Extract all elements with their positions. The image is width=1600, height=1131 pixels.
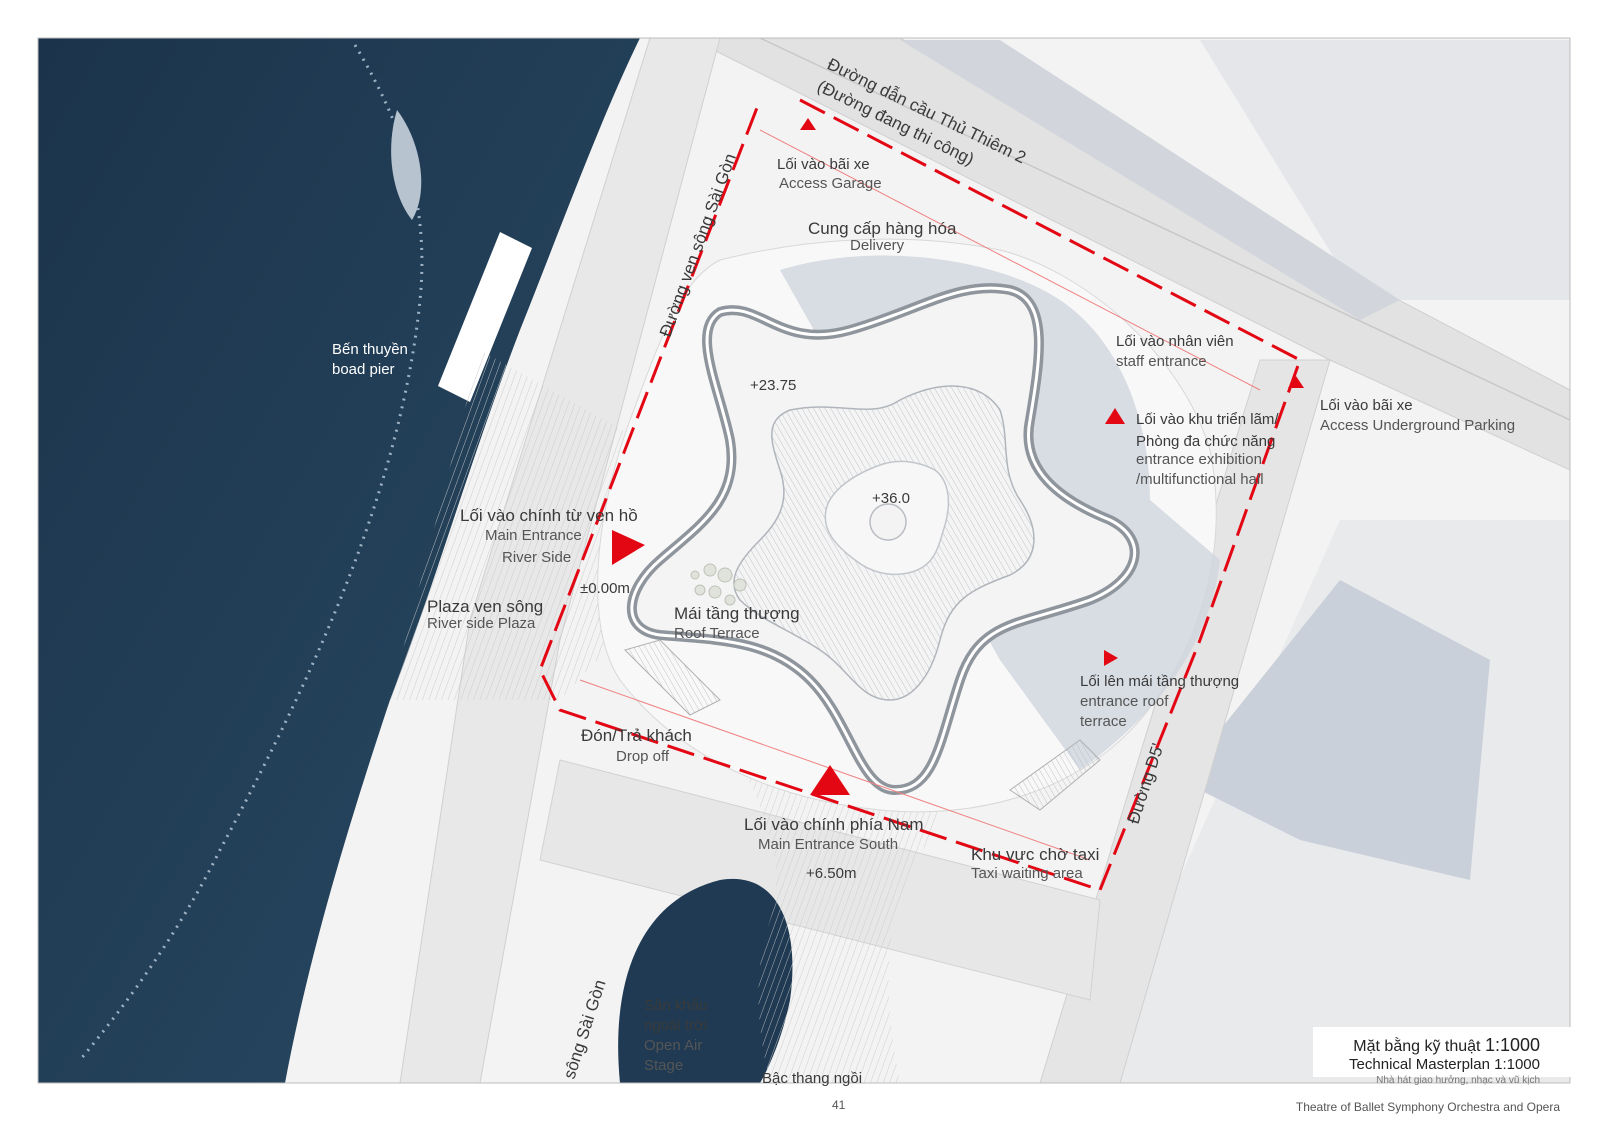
boat-route [78, 44, 424, 1061]
bridge-road-line [759, 38, 1570, 421]
pier-label-vn: Bến thuyền [332, 341, 408, 358]
ground-elevation: ±0.00m [580, 580, 630, 597]
main-south-label-en: Main Entrance South [758, 836, 898, 853]
stairs-se [1009, 739, 1101, 811]
south-elevation: +6.50m [806, 865, 856, 882]
drawing-title-vn-text: Mặt bằng kỹ thuật [1353, 1038, 1481, 1055]
roof-top-dome [869, 503, 907, 541]
delivery-label-en: Delivery [850, 237, 905, 254]
entrance-arrow-south [810, 765, 850, 795]
drawing-scale: 1:1000 [1484, 1035, 1540, 1055]
pond-water [618, 878, 793, 1083]
main-river-label-vn: Lối vào chính từ ven hồ [460, 506, 638, 525]
drawing-title-block: Mặt bằng kỹ thuật 1:1000 Technical Maste… [1300, 1035, 1540, 1086]
roof-star-outer-edge [630, 286, 1137, 792]
exhibit-label-en2: /multifunctional hall [1136, 471, 1264, 488]
main-river-label-en1: Main Entrance [485, 527, 582, 544]
bridge-road [689, 38, 1570, 471]
entrance-arrow-underground [1288, 376, 1304, 388]
main-south-label-vn: Lối vào chính phía Nam [744, 815, 924, 834]
roof-label-en: Roof Terrace [674, 625, 760, 642]
top-elevation: +36.0 [872, 490, 910, 507]
exhibit-label-en1: entrance exhibition [1136, 451, 1262, 468]
title-box-background [1313, 1027, 1571, 1077]
building-shadow-e [1180, 580, 1490, 880]
bridge-shadow [900, 40, 1400, 320]
roof-access-label-en2: terrace [1080, 713, 1127, 730]
staff-label-vn: Lối vào nhân viên [1116, 333, 1234, 350]
roof-access-label-vn: Lối lên mái tầng thượng [1080, 673, 1239, 690]
project-name-en: Theatre of Ballet Symphony Orchestra and… [1295, 1100, 1560, 1114]
plaza-label-vn: Plaza ven sông [427, 597, 543, 616]
drawing-title-en: Technical Masterplan 1:1000 [1349, 1056, 1540, 1073]
underground-label-en: Access Underground Parking [1320, 417, 1515, 434]
dropoff-label-vn: Đón/Trả khách [581, 726, 692, 745]
taxi-label-vn: Khu vực chờ taxi [971, 845, 1099, 864]
entrance-arrow-garage [800, 118, 816, 130]
stage-label-vn1: Sân khấu [644, 997, 707, 1014]
drawing-frame [37, 37, 1571, 1084]
building-block-ne [1200, 40, 1570, 300]
pier-label-en: boad pier [332, 361, 395, 378]
taxi-label-en: Taxi waiting area [971, 865, 1083, 882]
entrance-arrow-exhibit [1105, 408, 1125, 424]
boat [391, 110, 422, 220]
boundary-thin-2 [579, 679, 1091, 861]
boat-pier [438, 232, 532, 402]
roof-ring-elevation: +23.75 [750, 377, 796, 394]
delivery-label-vn: Cung cấp hàng hóa [808, 219, 957, 238]
stage-label-en2: Stage [644, 1057, 683, 1074]
page-number: 41 [832, 1098, 846, 1112]
roof-label-vn: Mái tầng thượng [674, 604, 800, 623]
roof-trees [690, 563, 747, 606]
entrance-arrow-roof [1104, 650, 1118, 666]
exhibit-label-vn1: Lối vào khu triển lãm/ [1136, 411, 1279, 428]
road-d5 [1039, 359, 1331, 1083]
garage-label-en: Access Garage [779, 175, 882, 192]
dropoff-label-en: Drop off [616, 748, 670, 765]
drawing-title-vn: Mặt bằng kỹ thuật 1:1000 [1300, 1035, 1540, 1056]
stairs-sw [624, 639, 721, 716]
staff-label-en: staff entrance [1116, 353, 1207, 370]
plaza-label-en: River side Plaza [427, 615, 536, 632]
project-name-vn: Nhà hát giao hưởng, nhạc và vũ kịch [1376, 1075, 1540, 1086]
boundary-thin-1 [759, 129, 1261, 391]
exhibit-label-vn2: Phòng đa chức năng [1136, 433, 1275, 450]
stage-label-vn2: ngoài trời [644, 1017, 707, 1034]
underground-label-vn: Lối vào bãi xe [1320, 397, 1413, 414]
main-river-label-en2: River Side [502, 549, 571, 566]
entrance-arrow-river [612, 530, 645, 565]
roof-access-label-en1: entrance roof [1080, 693, 1169, 710]
garage-label-vn: Lối vào bãi xe [777, 156, 870, 173]
steps-label-vn: Bậc thang ngồi [762, 1070, 862, 1087]
stage-label-en1: Open Air [644, 1037, 702, 1054]
